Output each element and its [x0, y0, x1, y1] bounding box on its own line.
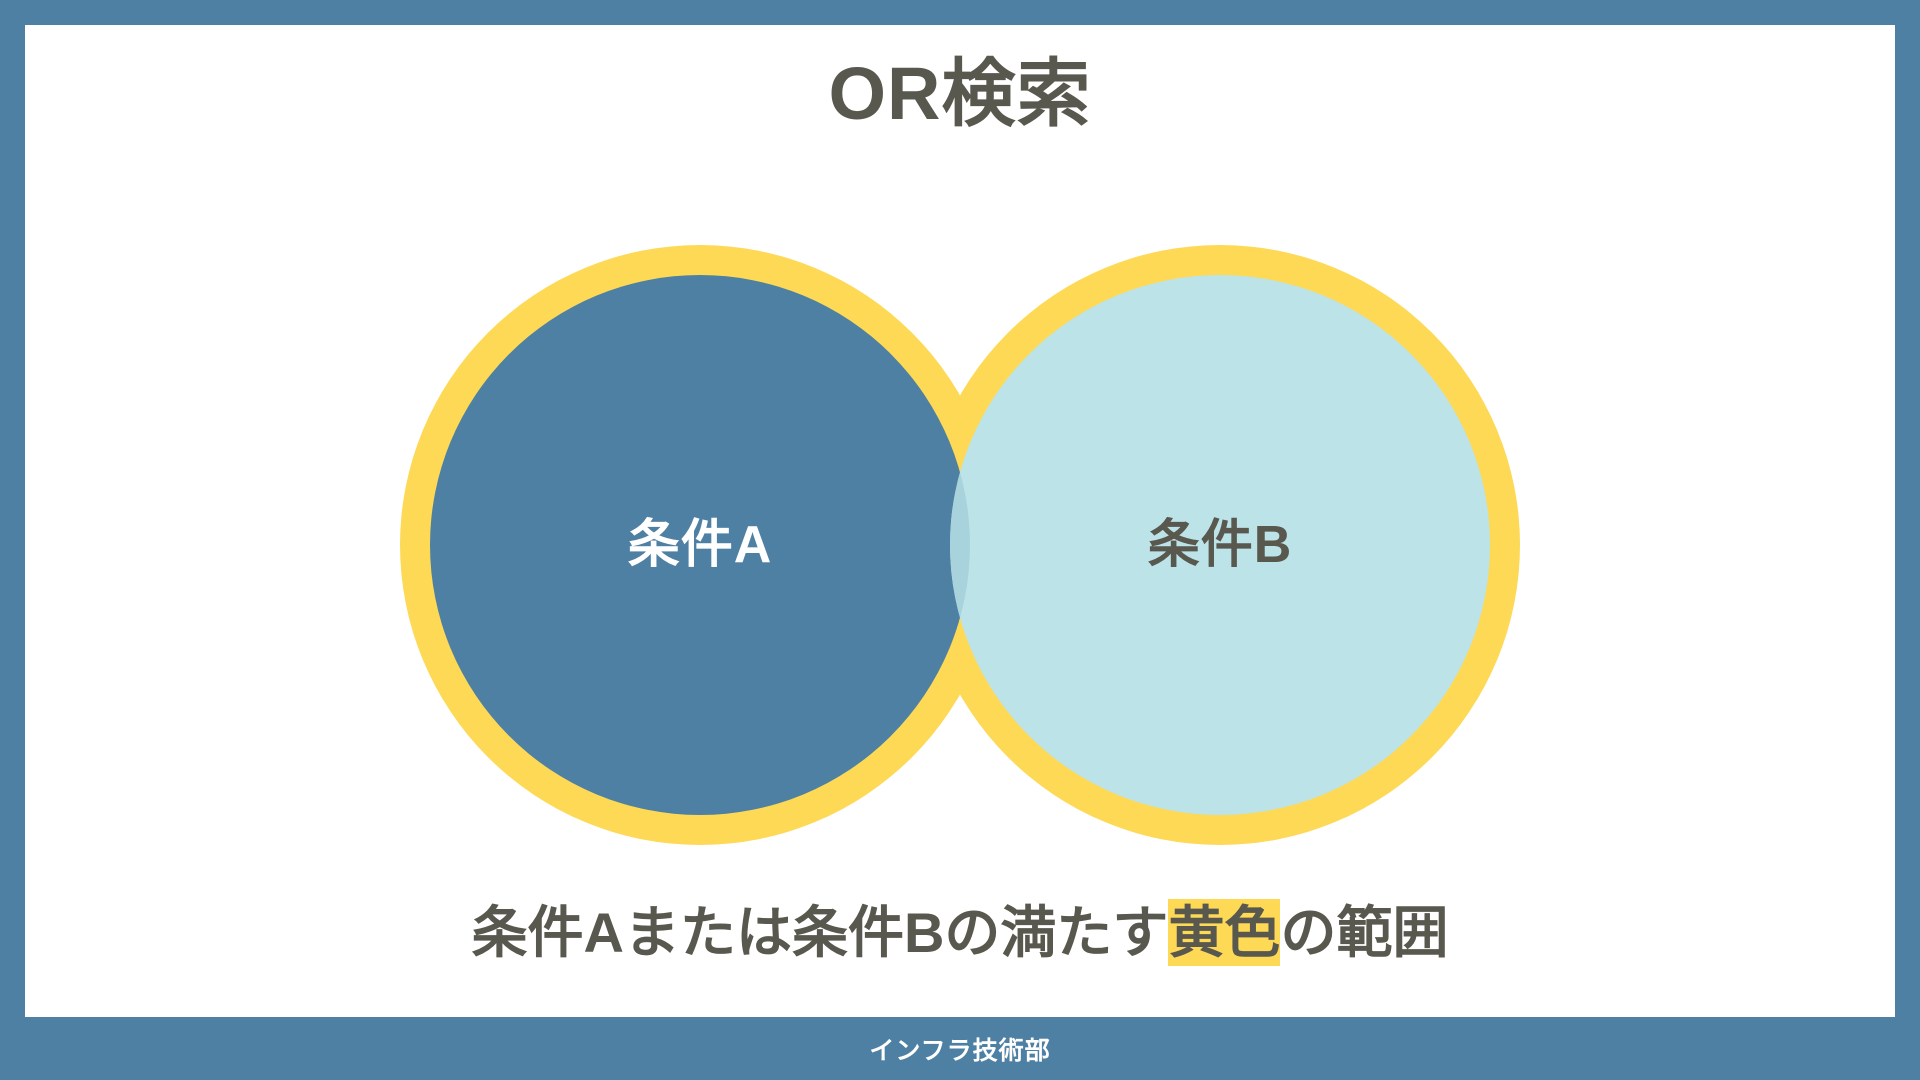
caption-before: 条件Aまたは条件Bの満たす — [471, 901, 1169, 964]
caption-highlight: 黄色 — [1168, 899, 1281, 966]
venn-svg — [400, 245, 1520, 845]
caption: 条件Aまたは条件Bの満たす黄色の範囲 — [25, 899, 1895, 966]
venn-diagram-area: 条件A 条件B — [25, 215, 1895, 875]
footer-label: インフラ技術部 — [869, 1036, 1051, 1065]
set-b-label: 条件B — [1147, 516, 1293, 574]
slide-canvas: OR検索 — [25, 25, 1895, 1017]
page-title: OR検索 — [828, 52, 1092, 135]
set-a-circle — [430, 275, 970, 815]
set-a-label: 条件A — [627, 516, 773, 574]
set-b-circle — [950, 275, 1490, 815]
caption-after: の範囲 — [1280, 901, 1449, 964]
footer-bar: インフラ技術部 — [0, 1017, 1920, 1080]
venn-diagram: 条件A 条件B — [400, 215, 1520, 875]
